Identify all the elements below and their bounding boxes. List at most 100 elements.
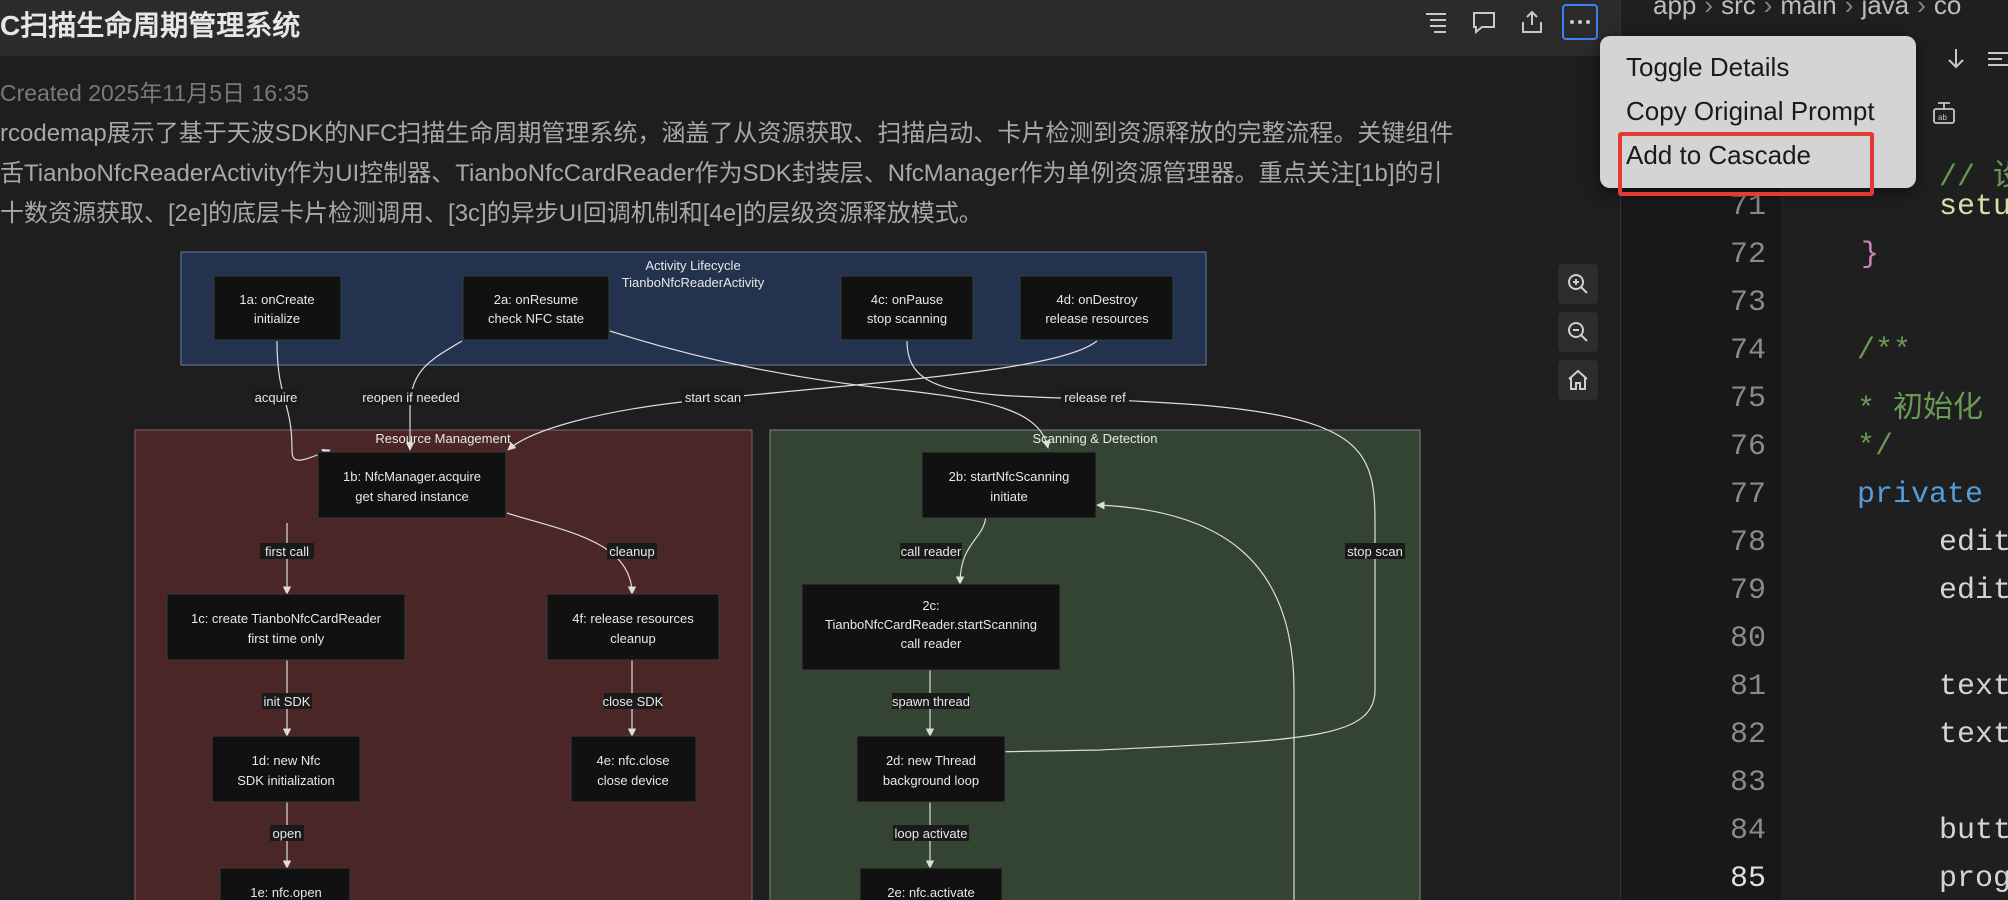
breadcrumb-item[interactable]: co [1933, 0, 1962, 20]
code-line: text [1939, 670, 2008, 704]
node-1b-nfcmanager-acquire[interactable]: 1b: NfcManager.acquire get shared instan… [317, 451, 507, 519]
node-1d-new-nfc[interactable]: 1d: new Nfc SDK initialization [211, 735, 361, 803]
line-number: 81 [1729, 670, 1766, 704]
node-2c-startscanning[interactable]: 2c: TianboNfcCardReader.startScanning ca… [801, 583, 1061, 671]
code-line: edit [1939, 574, 2008, 608]
line-number: 74 [1729, 334, 1766, 368]
edge-label-stop-scan: stop scan [1347, 544, 1403, 559]
node-1a-oncreate[interactable]: 1a: onCreate initialize [213, 275, 342, 341]
edge-label-loop-activate: loop activate [895, 826, 968, 841]
line-number: 83 [1729, 766, 1766, 800]
code-area[interactable] [1781, 60, 2008, 900]
panel-divider[interactable] [1620, 0, 1621, 900]
svg-text:1d: new Nfc: 1d: new Nfc [252, 753, 321, 768]
arrow-down-icon[interactable] [1939, 42, 1973, 76]
line-number: 79 [1729, 574, 1766, 608]
node-2d-new-thread[interactable]: 2d: new Thread background loop [856, 735, 1006, 803]
breadcrumb-item[interactable]: src [1721, 0, 1756, 20]
line-number: 78 [1729, 526, 1766, 560]
svg-text:4e: nfc.close: 4e: nfc.close [597, 753, 670, 768]
comment-icon[interactable] [1466, 4, 1502, 40]
svg-text:close device: close device [597, 773, 669, 788]
zoom-in-icon[interactable] [1558, 264, 1598, 304]
list-icon[interactable] [1981, 42, 2008, 76]
codemap-header: C扫描生命周期管理系统 [0, 0, 1620, 56]
edge-label-close-sdk: close SDK [603, 694, 664, 709]
home-icon[interactable] [1558, 360, 1598, 400]
svg-text:4c: onPause: 4c: onPause [871, 292, 943, 307]
svg-text:1c: create TianboNfcCardReader: 1c: create TianboNfcCardReader [191, 611, 382, 626]
zoom-out-icon[interactable] [1558, 312, 1598, 352]
svg-text:release resources: release resources [1045, 311, 1149, 326]
node-2a-onresume[interactable]: 2a: onResume check NFC state [462, 275, 610, 341]
breadcrumb-item[interactable]: main [1780, 0, 1837, 20]
line-number: 75 [1729, 382, 1766, 416]
group-title: Activity Lifecycle [645, 258, 740, 273]
node-2e-nfc-activate[interactable]: 2e: nfc.activate [859, 867, 1003, 900]
node-1c-create-reader[interactable]: 1c: create TianboNfcCardReader first tim… [166, 593, 406, 661]
more-icon[interactable] [1562, 4, 1598, 40]
node-2b-startnfcscanning[interactable]: 2b: startNfcScanning initiate [921, 451, 1097, 519]
svg-text:background loop: background loop [883, 773, 979, 788]
breadcrumb-item[interactable]: java [1861, 0, 1910, 20]
page-title: C扫描生命周期管理系统 [0, 10, 301, 41]
node-4f-release-resources[interactable]: 4f: release resources cleanup [546, 593, 720, 661]
svg-text:stop scanning: stop scanning [867, 311, 947, 326]
edge-label-acquire: acquire [255, 390, 298, 405]
svg-text:TianboNfcCardReader.startScann: TianboNfcCardReader.startScanning [825, 617, 1037, 632]
svg-text:first time only: first time only [248, 631, 325, 646]
svg-text:ab: ab [1938, 113, 1947, 122]
code-comment: // 设 [1939, 161, 2008, 195]
line-number: 77 [1729, 478, 1766, 512]
edge-label-cleanup: cleanup [609, 544, 655, 559]
node-1e-nfc-open[interactable]: 1e: nfc.open [219, 867, 351, 900]
svg-text:1e: nfc.open: 1e: nfc.open [250, 885, 322, 900]
group-title: Resource Management [375, 431, 511, 446]
line-number: 73 [1729, 286, 1766, 320]
edge-label-spawn-thread: spawn thread [892, 694, 970, 709]
svg-text:get shared instance: get shared instance [355, 489, 468, 504]
replace-icon[interactable]: ab [1927, 96, 1961, 130]
code-line: prog [1939, 862, 2008, 896]
flow-diagram[interactable]: Activity Lifecycle TianboNfcReaderActivi… [0, 240, 1440, 900]
code-line: */ [1857, 430, 1894, 464]
edge-label-init-sdk: init SDK [264, 694, 311, 709]
code-line: private [1857, 478, 1984, 512]
menu-item-toggle-details[interactable]: Toggle Details [1626, 52, 1790, 82]
svg-text:2e: nfc.activate: 2e: nfc.activate [887, 885, 974, 900]
line-number: 84 [1729, 814, 1766, 848]
svg-text:1a: onCreate: 1a: onCreate [239, 292, 314, 307]
menu-item-add-to-cascade[interactable]: Add to Cascade [1626, 140, 1812, 170]
menu-item-copy-original-prompt[interactable]: Copy Original Prompt [1626, 96, 1875, 126]
line-number: 72 [1729, 238, 1766, 272]
edge-labels: acquire reopen if needed start scan rele… [252, 389, 1405, 841]
svg-text:initialize: initialize [254, 311, 300, 326]
code-line: butt [1939, 814, 2008, 848]
code-line: * 初始化 [1857, 393, 1984, 427]
code-line: /** [1857, 334, 1912, 368]
edge-label-call-reader: call reader [901, 544, 962, 559]
edge-label-first-call: first call [265, 544, 309, 559]
line-number-current: 85 [1729, 862, 1766, 896]
codemap-panel: C扫描生命周期管理系统 Created 2025年11月5日 16:35 rco… [0, 0, 1620, 900]
code-line: edit [1939, 526, 2008, 560]
outline-icon[interactable] [1418, 4, 1454, 40]
created-timestamp: Created 2025年11月5日 16:35 [0, 80, 309, 106]
svg-text:2b: startNfcScanning: 2b: startNfcScanning [949, 469, 1070, 484]
svg-text:1b: NfcManager.acquire: 1b: NfcManager.acquire [343, 469, 481, 484]
description: rcodemap展示了基于天波SDK的NFC扫描生命周期管理系统，涵盖了从资源获… [0, 114, 1600, 234]
node-4e-nfc-close[interactable]: 4e: nfc.close close device [570, 735, 697, 803]
code-line: } [1861, 238, 1880, 272]
line-number: 80 [1729, 622, 1766, 656]
svg-text:SDK initialization: SDK initialization [237, 773, 335, 788]
node-4c-onpause[interactable]: 4c: onPause stop scanning [840, 275, 974, 341]
breadcrumb: app›src›main›java›co [1653, 0, 1961, 21]
share-icon[interactable] [1514, 4, 1550, 40]
svg-text:4d: onDestroy: 4d: onDestroy [1057, 292, 1138, 307]
node-4d-ondestroy[interactable]: 4d: onDestroy release resources [1019, 275, 1174, 341]
line-number: 82 [1729, 718, 1766, 752]
line-number: 76 [1729, 430, 1766, 464]
breadcrumb-item[interactable]: app [1653, 0, 1697, 20]
edge-label-open: open [273, 826, 302, 841]
edge-label-start-scan: start scan [685, 390, 741, 405]
